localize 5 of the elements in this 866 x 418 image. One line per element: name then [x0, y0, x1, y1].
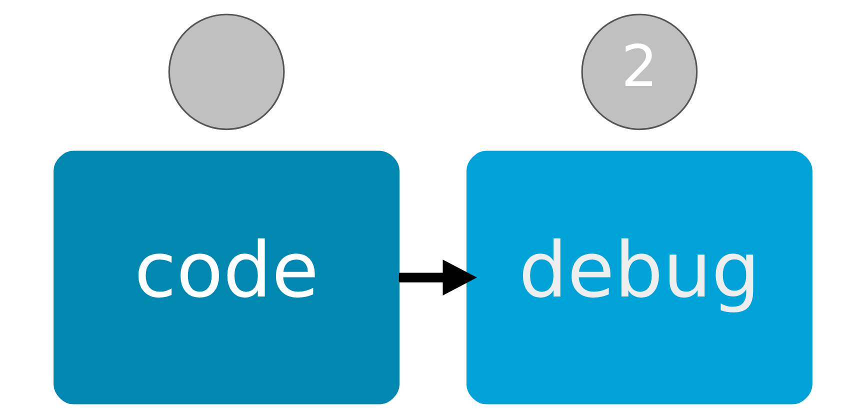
node-box: code [54, 150, 400, 404]
node-circle: 2 [581, 14, 698, 130]
arrow [398, 260, 477, 296]
node-circle [168, 14, 285, 130]
node-box: debug [466, 150, 812, 404]
